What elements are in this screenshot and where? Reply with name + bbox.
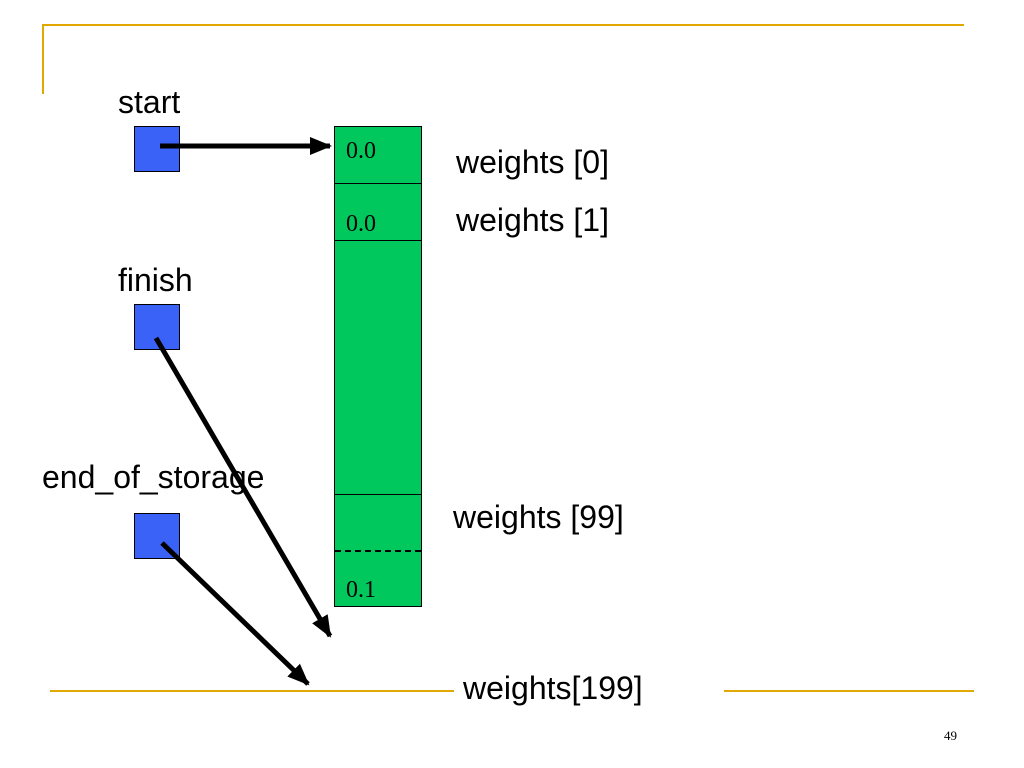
left-rule xyxy=(42,24,44,94)
weights-99-label: weights [99] xyxy=(453,499,624,535)
top-rule xyxy=(42,24,964,26)
cell-last-value: 0.1 xyxy=(346,577,376,603)
start-label: start xyxy=(118,84,181,120)
dashed-divider xyxy=(335,550,421,552)
start-pointer-box xyxy=(134,126,180,172)
finish-arrow xyxy=(153,336,333,638)
finish-label: finish xyxy=(118,262,193,298)
weights-0-label: weights [0] xyxy=(456,144,609,180)
weights-199-label: weights[199] xyxy=(463,670,643,706)
cell-1-value: 0.0 xyxy=(346,211,376,237)
page-number: 49 xyxy=(944,728,957,743)
end-of-storage-label: end_of_storage xyxy=(42,459,265,495)
cell-0-value: 0.0 xyxy=(346,138,376,164)
weights-1-label: weights [1] xyxy=(456,202,609,238)
cell-divider-99 xyxy=(335,494,421,495)
cell-divider-1 xyxy=(335,240,421,241)
cell-divider-0 xyxy=(335,183,421,184)
end-of-storage-arrow xyxy=(160,541,310,686)
bottom-rule-right xyxy=(724,690,974,692)
weights-array: 0.0 0.0 0.1 xyxy=(334,126,422,607)
bottom-rule-left xyxy=(50,690,454,692)
